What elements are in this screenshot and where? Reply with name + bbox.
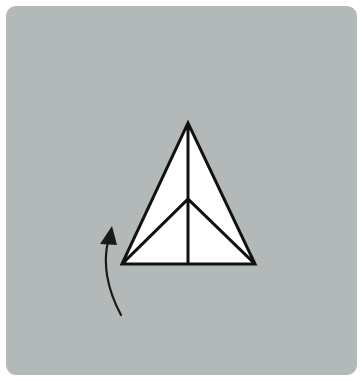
diagram-panel xyxy=(6,6,357,375)
fold-diagram-svg xyxy=(6,6,357,375)
